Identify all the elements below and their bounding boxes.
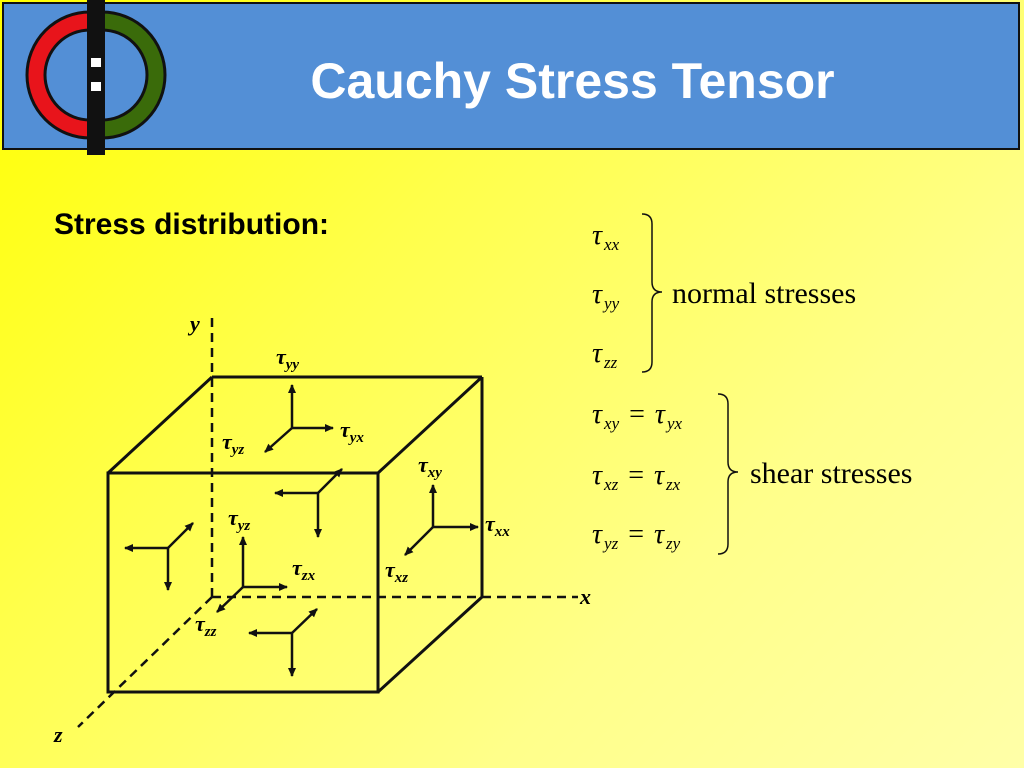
right-face-vectors	[404, 484, 479, 556]
z-axis	[77, 596, 213, 728]
front-face-vectors	[216, 536, 288, 613]
shear-brace	[717, 393, 739, 555]
section-heading: Stress distribution:	[54, 208, 330, 241]
slide-header: Cauchy Stress Tensor	[0, 0, 1024, 155]
tau-xy-label: τxy	[418, 452, 442, 481]
tau-yz-top-label: τyz	[222, 429, 244, 458]
logo-icon	[25, 0, 167, 155]
tau-xz-label: τxz	[385, 557, 408, 586]
tau-yy-label: τyy	[276, 344, 299, 373]
top-face-vectors	[264, 384, 334, 453]
back-face-vectors	[274, 468, 343, 538]
logo-dot-2	[91, 82, 101, 91]
left-face-vectors	[124, 522, 194, 591]
y-axis-label: y	[187, 311, 200, 336]
cube-outline	[106, 375, 484, 694]
logo-bar	[87, 0, 105, 155]
x-axis-label: x	[579, 584, 591, 609]
tau-yz-front-label: τyz	[228, 505, 250, 534]
shear-stresses-label: shear stresses	[750, 457, 912, 490]
tau-yx-label: τyx	[340, 417, 364, 446]
logo-dot-1	[91, 58, 101, 67]
slide-title: Cauchy Stress Tensor	[310, 53, 835, 109]
normal-stresses-label: normal stresses	[672, 277, 856, 310]
tau-xx-label: τxx	[485, 511, 510, 540]
header-bar	[2, 2, 1020, 150]
tau-zz-label: τzz	[195, 611, 217, 640]
normal-brace	[641, 213, 663, 373]
bottom-face-vectors	[248, 608, 318, 677]
z-axis-label: z	[53, 722, 63, 747]
tau-zx-label: τzx	[292, 555, 316, 584]
